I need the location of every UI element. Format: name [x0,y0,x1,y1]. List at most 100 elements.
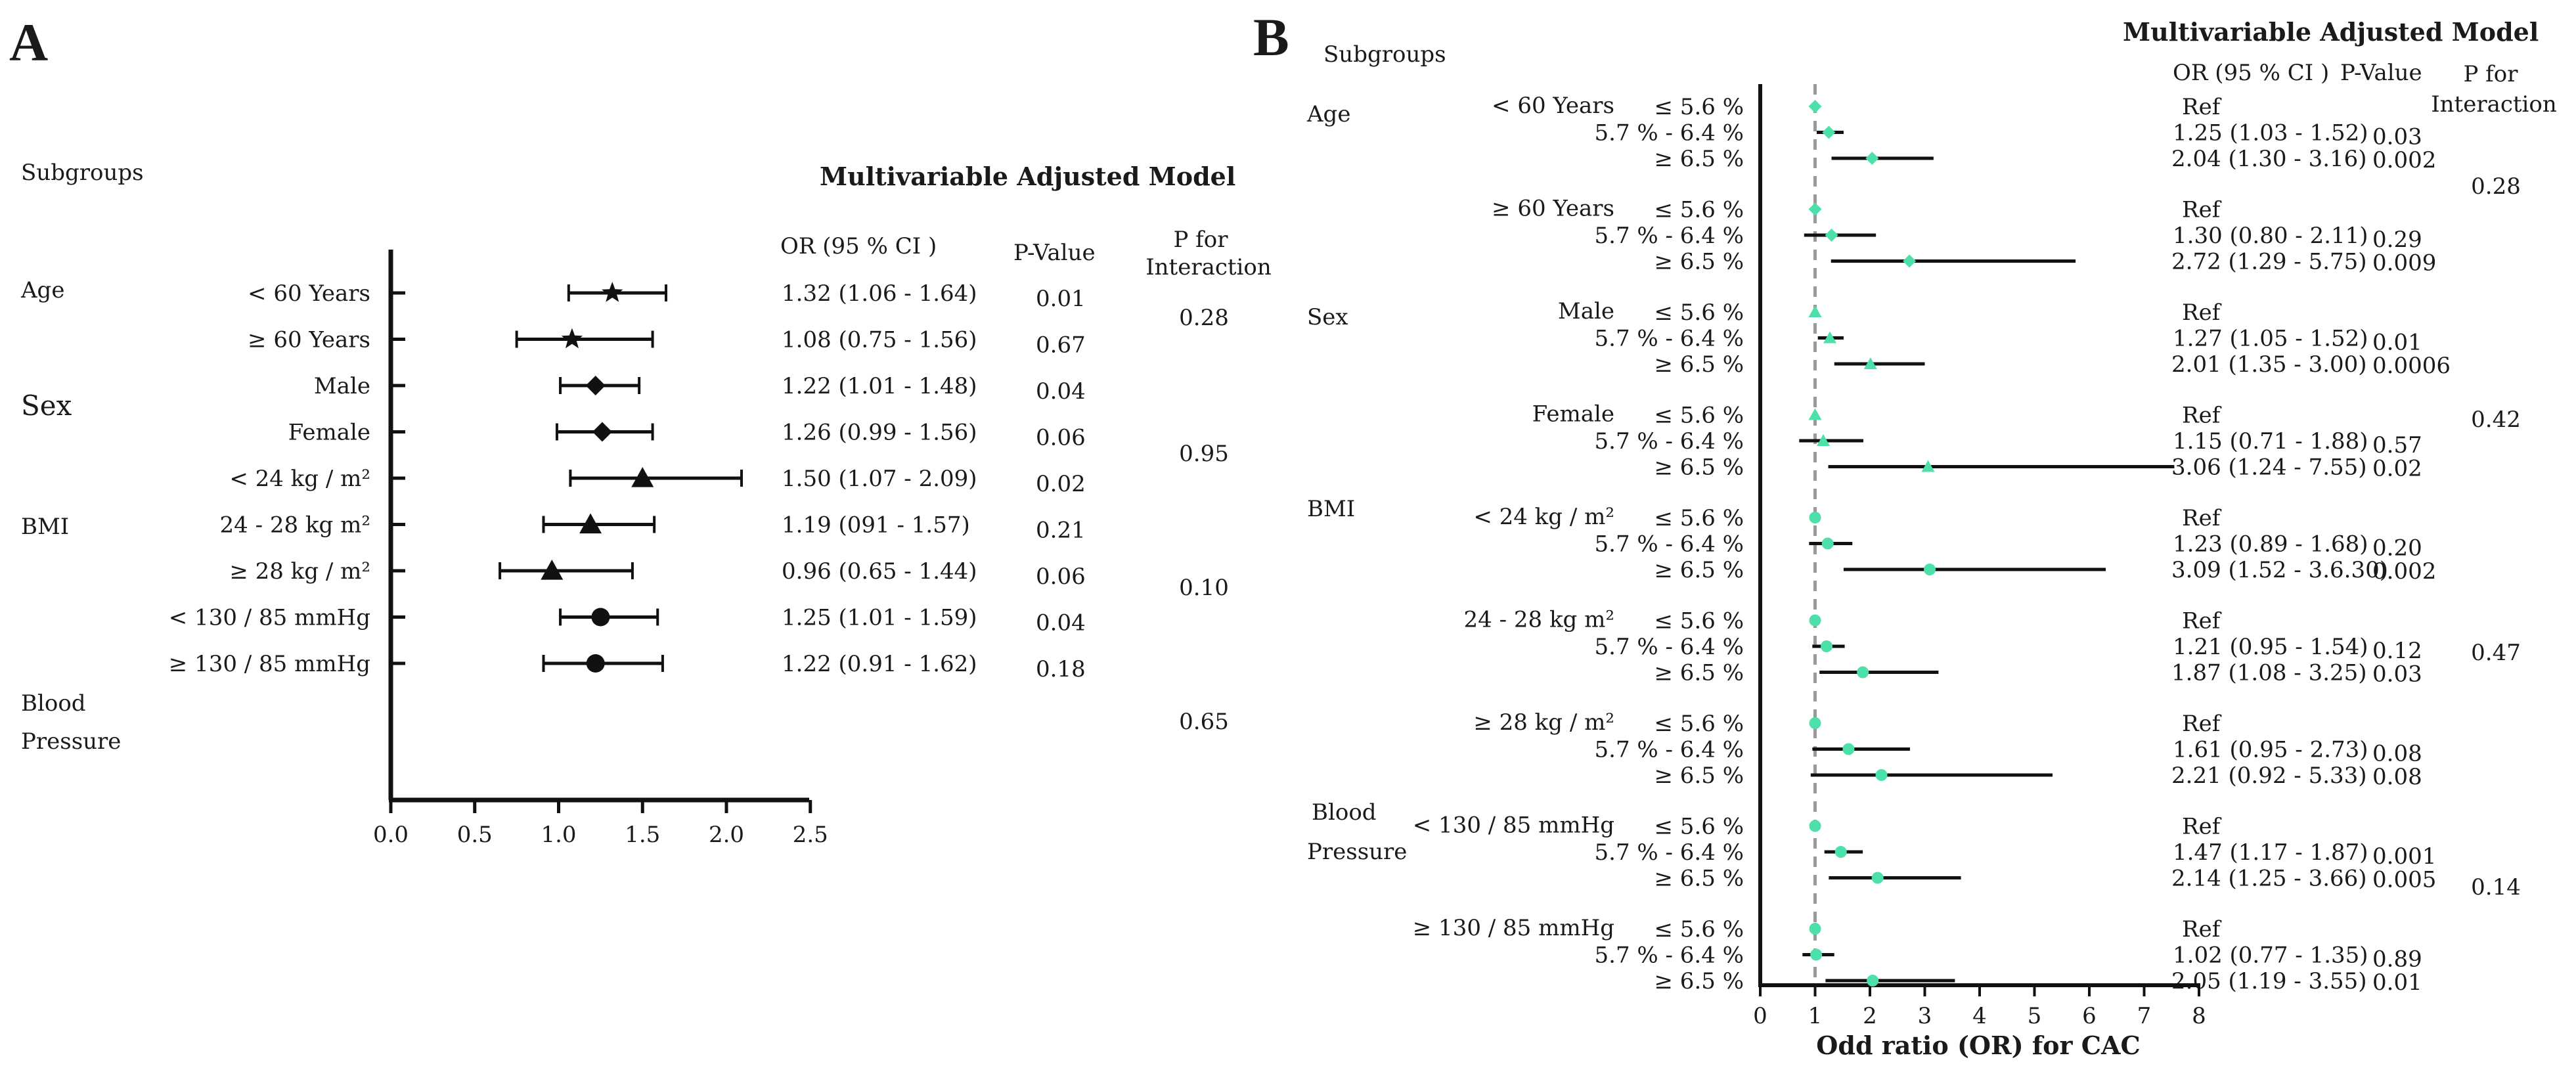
panel-b-level-label: ≤ 5.6 % [1654,505,1744,531]
panel-b-level-label: ≥ 6.5 % [1654,866,1744,892]
panel-b-ref: Ref [2182,711,2222,737]
panel-b-subgroup-label: Female [1532,401,1614,428]
panel-b-or-marker [1817,434,1831,446]
panel-b-interaction-bp: 0.14 [2471,874,2521,900]
panel-b-col-pint-1: P for [2464,61,2519,87]
panel-b-or-marker [1834,846,1847,858]
panel-b-x-label: Odd ratio (OR) for CAC [1816,1031,2140,1060]
panel-b-ref-marker [1809,923,1821,935]
panel-b-ci-mid: 1.27 (1.05 - 1.52) [2173,326,2368,352]
panel-b-x-tick-label: 5 [2028,1003,2042,1029]
panel-a-row-label: ≥ 130 / 85 mmHg [169,651,370,677]
panel-a-or-marker [579,513,602,534]
panel-b-x-tick-label: 8 [2192,1003,2206,1029]
panel-a-category-pressure: Pressure [21,728,121,755]
panel-b-p-mid: 0.89 [2372,946,2422,973]
panel-b-ref: Ref [2182,300,2222,326]
panel-b-interaction-bmi: 0.47 [2471,640,2521,666]
panel-b-level-label: ≥ 6.5 % [1654,455,1744,481]
panel-b-or-marker [1857,666,1869,678]
panel-b-model-title: Multivariable Adjusted Model [2123,17,2539,47]
panel-b-ci-high: 2.05 (1.19 - 3.55) [2171,968,2367,994]
panel-a-or-marker [592,422,612,442]
panel-b-level-label: 5.7 % - 6.4 % [1595,634,1744,660]
panel-b-interaction-sex: 0.42 [2471,407,2521,433]
panel-b-level-label: 5.7 % - 6.4 % [1595,943,1744,969]
panel-a-row-p: 0.06 [1036,564,1086,590]
panel-b-x-tick-label: 1 [1808,1003,1823,1029]
panel-b-x-tick-label: 6 [2082,1003,2097,1029]
panel-b-or-marker [1903,254,1917,268]
panel-b-p-high: 0.005 [2372,867,2436,893]
panel-b-p-high: 0.0006 [2372,353,2451,379]
panel-b-level-label: ≥ 6.5 % [1654,660,1744,686]
panel-a-category-bmi: BMI [21,514,69,540]
panel-a-row-p: 0.21 [1036,518,1086,544]
panel-b-ci-mid: 1.15 (0.71 - 1.88) [2173,428,2368,455]
panel-a-or-marker [602,282,623,302]
panel-a: A Subgroups Multivariable Adjusted Model… [9,12,1272,848]
panel-b-ci-high: 2.01 (1.35 - 3.00) [2171,351,2367,378]
panel-b-ref: Ref [2182,916,2222,943]
panel-b-p-high: 0.03 [2372,661,2422,688]
panel-b-subgroup-label: ≥ 60 Years [1492,196,1614,222]
panel-a-row-ci: 1.32 (1.06 - 1.64) [782,280,977,307]
panel-b-level-label: ≤ 5.6 % [1654,711,1744,737]
panel-b-or-marker [1825,229,1838,242]
panel-a-col-pint-1: P for [1174,227,1229,253]
panel-b-ci-mid: 1.21 (0.95 - 1.54) [2173,634,2368,660]
panel-b-p-high: 0.01 [2372,969,2422,996]
panel-b-subgroup-label: ≥ 28 kg / m² [1473,709,1614,736]
panel-a-row-ci: 1.22 (0.91 - 1.62) [782,651,977,677]
panel-a-col-pint-2: Interaction [1145,254,1272,280]
panel-a-row-p: 0.04 [1036,378,1086,405]
panel-b-ref: Ref [2182,608,2222,634]
panel-b-p-mid: 0.57 [2372,432,2422,458]
panel-a-or-marker [585,376,606,395]
panel-b-or-marker [1924,564,1936,575]
panel-b-ref-marker [1809,614,1821,627]
panel-a-interaction-bp: 0.65 [1179,709,1229,735]
panel-b-ci-mid: 1.47 (1.17 - 1.87) [2173,839,2368,866]
panel-b-level-label: ≥ 6.5 % [1654,557,1744,583]
panel-a-row-label: 24 - 28 kg m² [220,512,370,539]
panel-b-ref: Ref [2182,505,2222,531]
panel-b-ci-mid: 1.02 (0.77 - 1.35) [2173,943,2368,969]
panel-b-x-tick-label: 7 [2137,1003,2152,1029]
panel-a-row-label: < 24 kg / m² [229,466,370,492]
panel-b-ref-marker [1809,717,1821,729]
panel-b-letter: B [1253,7,1289,67]
panel-b-x-tick-label: 3 [1918,1003,1932,1029]
panel-b-category-age: Age [1306,101,1350,127]
panel-b-p-mid: 0.001 [2372,843,2436,870]
panel-a-or-marker [561,328,583,349]
panel-b-p-high: 0.009 [2372,250,2436,277]
panel-b-or-marker [1822,125,1836,139]
panel-a-interaction-age: 0.28 [1179,305,1229,331]
panel-b-or-marker [1821,537,1834,550]
panel-b-ci-high: 1.87 (1.08 - 3.25) [2171,660,2367,686]
panel-a-or-marker [591,608,610,627]
panel-b-category-bmi: BMI [1307,496,1355,522]
panel-b-category-blood: Blood [1312,799,1377,826]
panel-b-ref-marker [1808,100,1822,113]
panel-b-ci-high: 2.21 (0.92 - 5.33) [2171,763,2367,789]
panel-b-p-mid: 0.29 [2372,227,2422,253]
panel-b-marks [1799,100,2175,987]
panel-b-or-marker [1823,331,1837,344]
panel-a-row-label: ≥ 28 kg / m² [229,558,370,585]
panel-b-level-label: ≤ 5.6 % [1654,94,1744,120]
panel-b-ci-high: 2.04 (1.30 - 3.16) [2171,146,2367,172]
panel-a-x-tick-label: 0.0 [373,822,409,848]
panel-b-subgroup-label: < 60 Years [1492,93,1614,119]
panel-b-ci-mid: 1.61 (0.95 - 2.73) [2173,737,2368,763]
panel-a-row-label: < 130 / 85 mmHg [169,605,370,631]
panel-a-row-p: 0.18 [1036,656,1086,682]
panel-b-level-label: ≥ 6.5 % [1654,249,1744,275]
panel-b-level-label: ≥ 6.5 % [1654,146,1744,172]
panel-b-x-tick-label: 0 [1753,1003,1767,1029]
panel-a-x-tick-label: 2.0 [709,822,744,848]
panel-b-level-label: 5.7 % - 6.4 % [1595,737,1744,763]
panel-a-row-p: 0.01 [1036,286,1086,312]
